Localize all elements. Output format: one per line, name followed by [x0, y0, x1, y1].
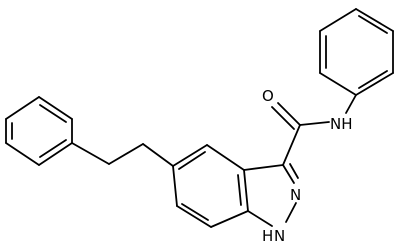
c3-carbonyl-bond: [282, 124, 301, 166]
amide-cn-bond: [299, 121, 330, 126]
carbonyl-double-bond: [271, 102, 301, 130]
phenethyl-phenyl-ring: [5, 96, 73, 166]
ring-nitrogen-1-n-label: N: [274, 227, 285, 245]
n-phenyl-ring: [319, 8, 394, 96]
n-phenyl-bond: [345, 94, 357, 114]
ring-nitrogen-1-label: H: [262, 227, 273, 245]
pyrazole-ring: [243, 163, 299, 227]
amide-nitrogen-label: NH: [330, 115, 353, 133]
ethyl-linker: [71, 142, 174, 167]
ring-nitrogen-2-label: N: [290, 186, 301, 204]
carbonyl-oxygen-label: O: [262, 87, 274, 105]
benzo-ring: [172, 144, 249, 228]
